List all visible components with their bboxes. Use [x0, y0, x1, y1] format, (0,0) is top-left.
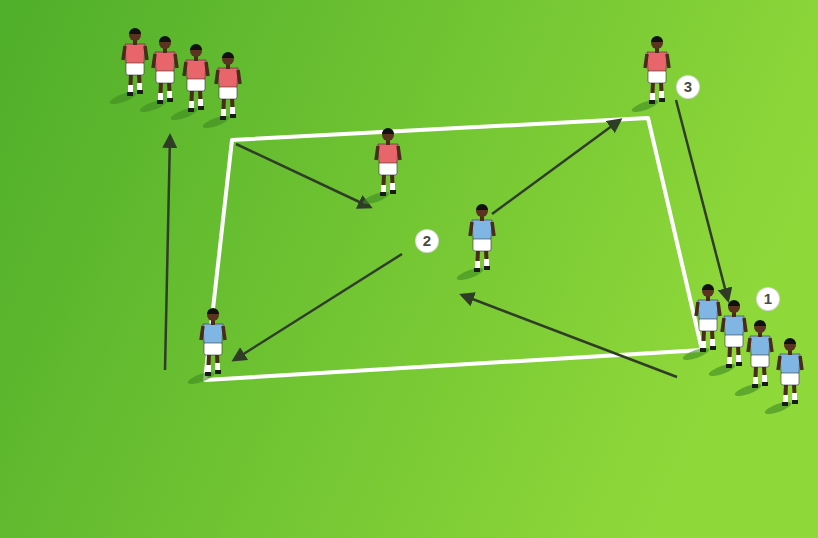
player-figure: [108, 28, 147, 107]
run-arrow: [165, 136, 170, 370]
pass-arrow: [492, 120, 620, 214]
run-arrow: [676, 100, 728, 300]
callout-number: 3: [677, 76, 699, 98]
player-figure: [733, 320, 772, 399]
player-figure: [455, 204, 494, 283]
pass-arrow: [234, 254, 402, 360]
pass-arrow: [236, 144, 370, 207]
player-figure: [361, 128, 400, 207]
player-figure: [681, 284, 720, 363]
player-figure: [763, 338, 802, 417]
players: [108, 28, 802, 417]
player-figure: [138, 36, 177, 115]
callout-number: 1: [757, 288, 779, 310]
player-figure: [201, 52, 240, 131]
pitch-square: [205, 118, 702, 380]
run-arrow: [462, 295, 677, 377]
callout-number: 2: [416, 230, 438, 252]
player-figure: [186, 308, 225, 387]
player-figure: [630, 36, 669, 115]
player-figure: [169, 44, 208, 123]
player-figure: [707, 300, 746, 379]
movement-arrows: [165, 100, 728, 377]
